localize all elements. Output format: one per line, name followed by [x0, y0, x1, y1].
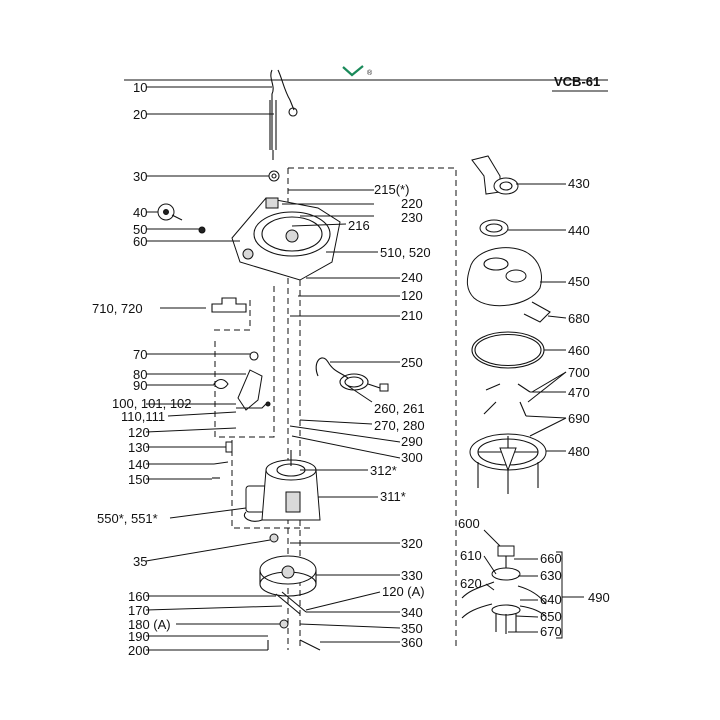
label-250: 250 — [401, 355, 423, 370]
fan-part-330 — [259, 555, 317, 597]
label-60: 60 — [133, 234, 147, 249]
guide-switch-box — [214, 286, 275, 438]
label-90: 90 — [133, 378, 147, 393]
nut-part-30 — [268, 170, 280, 182]
guide-bracket — [210, 300, 251, 331]
label-690: 690 — [568, 411, 590, 426]
label-340: 340 — [401, 605, 423, 620]
header: ® VCB-61 — [124, 65, 608, 92]
label-80: 80 — [133, 367, 147, 382]
label-120-mid: 120 — [401, 288, 423, 303]
guide-capacitor-box — [231, 440, 310, 529]
motor-part-311-312 — [261, 450, 321, 521]
label-350: 350 — [401, 621, 423, 636]
cable-part-250-280 — [315, 357, 389, 392]
label-311: 311* — [380, 489, 406, 504]
label-150: 150 — [128, 472, 150, 487]
label-50: 50 — [133, 222, 147, 237]
label-120-a: 120 (A) — [382, 584, 425, 599]
blades-part-470 — [483, 383, 531, 417]
label-40: 40 — [133, 205, 147, 220]
model-title: VCB-61 — [554, 74, 600, 89]
knife-assembly-part-490 — [461, 545, 547, 634]
grid-part-480 — [469, 433, 547, 494]
label-300: 300 — [401, 450, 423, 465]
label-700: 700 — [568, 365, 590, 380]
gasket-part-460 — [471, 331, 545, 369]
label-130: 130 — [128, 440, 150, 455]
label-160: 160 — [128, 589, 150, 604]
label-190: 190 — [128, 629, 150, 644]
registered-mark: ® — [367, 69, 373, 77]
label-170: 170 — [128, 603, 150, 618]
label-620: 620 — [460, 576, 482, 591]
guide-main-outline — [288, 167, 457, 650]
label-600: 600 — [458, 516, 480, 531]
label-330: 330 — [401, 568, 423, 583]
label-470: 470 — [568, 385, 590, 400]
label-460: 460 — [568, 343, 590, 358]
screw-part-35 — [269, 533, 279, 543]
bracket-group-490 — [556, 551, 584, 639]
label-110-111: 110,111 — [121, 409, 165, 424]
label-270-280: 270, 280 — [374, 418, 425, 433]
label-490: 490 — [588, 590, 610, 605]
label-70: 70 — [133, 347, 147, 362]
label-610: 610 — [460, 548, 482, 563]
label-660: 660 — [540, 551, 562, 566]
label-260-261: 260, 261 — [374, 401, 425, 416]
label-240: 240 — [401, 270, 423, 285]
label-215: 215(*) — [374, 182, 409, 197]
label-230: 230 — [401, 210, 423, 225]
label-35: 35 — [133, 554, 147, 569]
labels-middle: 215(*) 220 230 216 510, 520 240 120 210 … — [348, 182, 431, 650]
leader-lines — [145, 86, 567, 651]
label-360: 360 — [401, 635, 423, 650]
label-180-a: 180 (A) — [128, 617, 171, 632]
pusher-part-430 — [471, 155, 519, 195]
label-710-720: 710, 720 — [92, 301, 143, 316]
label-550-551: 550*, 551* — [97, 511, 158, 526]
labels-left: 10 20 30 40 50 60 710, 720 70 80 90 100,… — [92, 80, 192, 658]
label-630: 630 — [540, 568, 562, 583]
label-220: 220 — [401, 196, 423, 211]
rod-part-10-20 — [269, 69, 298, 160]
label-680: 680 — [568, 311, 590, 326]
label-450: 450 — [568, 274, 590, 289]
label-480: 480 — [568, 444, 590, 459]
label-640: 640 — [540, 592, 562, 607]
knob-part-40 — [157, 203, 183, 221]
label-320: 320 — [401, 536, 423, 551]
labels-right: 430 440 450 680 460 700 470 690 480 600 … — [458, 176, 610, 639]
label-510-520: 510, 520 — [380, 245, 431, 260]
label-312: 312* — [370, 463, 397, 478]
label-440: 440 — [568, 223, 590, 238]
clip-part-130 — [225, 441, 233, 453]
label-210: 210 — [401, 308, 423, 323]
base-parts-340-360 — [267, 591, 321, 651]
label-30: 30 — [133, 169, 147, 184]
label-20: 20 — [133, 107, 147, 122]
label-430: 430 — [568, 176, 590, 191]
label-120-left: 120 — [128, 425, 150, 440]
spring-part-140 — [213, 461, 229, 465]
label-216: 216 — [348, 218, 370, 233]
switch-assembly-part-80-100 — [213, 351, 271, 411]
bracket-part-710 — [211, 297, 247, 313]
washer-part-50 — [198, 226, 206, 234]
label-140: 140 — [128, 457, 150, 472]
ring-part-440 — [479, 219, 509, 237]
label-10: 10 — [133, 80, 147, 95]
label-670: 670 — [540, 624, 562, 639]
label-290: 290 — [401, 434, 423, 449]
lid-part-450 — [466, 247, 551, 323]
lid-part-220-230 — [231, 197, 341, 281]
label-100-102: 100, 101, 102 — [112, 396, 192, 411]
label-200: 200 — [128, 643, 150, 658]
checkmark-v-logo-icon — [342, 65, 364, 77]
label-650: 650 — [540, 609, 562, 624]
